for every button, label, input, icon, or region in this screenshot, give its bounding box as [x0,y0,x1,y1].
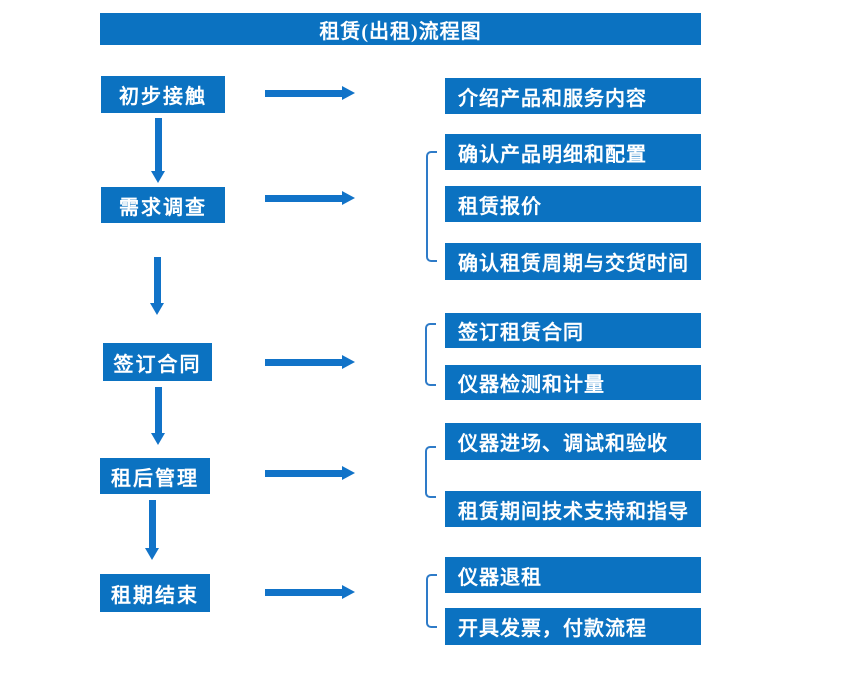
detail-label: 仪器进场、调试和验收 [458,433,668,455]
arrow-head [150,303,164,315]
detail-label: 确认产品明细和配置 [458,143,647,166]
detail-box-invoice-payment: 开具发票，付款流程 [445,608,701,645]
detail-box-intro-products: 介绍产品和服务内容 [445,78,701,114]
detail-label: 开具发票，付款流程 [458,618,647,640]
arrow-shaft [265,469,342,477]
step-label: 租期结束 [111,584,199,607]
arrow-shaft [148,500,156,548]
arrow-right-connector-1 [265,86,355,100]
bracket-connector-group-3 [425,323,436,386]
step-box-3: 签订合同 [103,343,212,381]
detail-label: 仪器退租 [458,566,542,589]
detail-box-instrument-entry: 仪器进场、调试和验收 [445,423,701,460]
bracket-connector-group-4 [425,446,436,498]
title-banner: 租赁(出租)流程图 [100,13,701,45]
arrow-head [342,191,355,205]
step-label: 初步接触 [119,86,207,108]
arrow-right-connector-5 [265,585,355,599]
arrow-shaft [154,118,162,171]
arrow-down-connector-2 [150,257,164,315]
step-label: 需求调查 [119,196,207,219]
detail-box-instrument-test: 仪器检测和计量 [445,365,701,400]
arrow-head [151,433,165,445]
detail-box-sign-lease: 签订租赁合同 [445,313,701,348]
arrow-head [342,86,355,100]
detail-box-tech-support: 租赁期间技术支持和指导 [445,491,701,527]
page-title: 租赁(出租)流程图 [319,20,482,43]
detail-box-confirm-config: 确认产品明细和配置 [445,134,701,170]
step-label: 租后管理 [111,467,199,490]
arrow-shaft [265,194,342,202]
arrow-shaft [153,257,161,303]
detail-label: 仪器检测和计量 [458,374,605,396]
detail-label: 签订租赁合同 [458,322,584,344]
detail-box-rental-quote: 租赁报价 [445,186,701,222]
step-box-5: 租期结束 [100,574,210,612]
arrow-right-connector-4 [265,466,355,480]
detail-label: 租赁报价 [458,195,542,218]
detail-box-instrument-return: 仪器退租 [445,557,701,593]
detail-label: 介绍产品和服务内容 [458,87,647,110]
arrow-shaft [265,588,342,596]
detail-label: 确认租赁周期与交货时间 [458,253,689,275]
step-box-4: 租后管理 [100,458,210,494]
arrow-shaft [154,387,162,433]
bracket-connector-group-5 [426,574,437,628]
detail-label: 租赁期间技术支持和指导 [458,500,689,523]
bracket-connector-group-2 [426,151,437,262]
arrow-shaft [265,89,342,97]
arrow-head [151,171,165,183]
arrow-right-connector-2 [265,191,355,205]
arrow-down-connector-3 [151,387,165,445]
arrow-down-connector-4 [145,500,159,560]
detail-box-confirm-period: 确认租赁周期与交货时间 [445,243,701,280]
step-box-2: 需求调查 [101,187,225,223]
arrow-right-connector-3 [265,355,355,369]
arrow-head [145,548,159,560]
step-label: 签订合同 [113,353,202,376]
arrow-head [342,585,355,599]
step-box-1: 初步接触 [101,76,225,113]
arrow-shaft [265,358,342,366]
arrow-head [342,355,355,369]
arrow-down-connector-1 [151,118,165,183]
arrow-head [342,466,355,480]
